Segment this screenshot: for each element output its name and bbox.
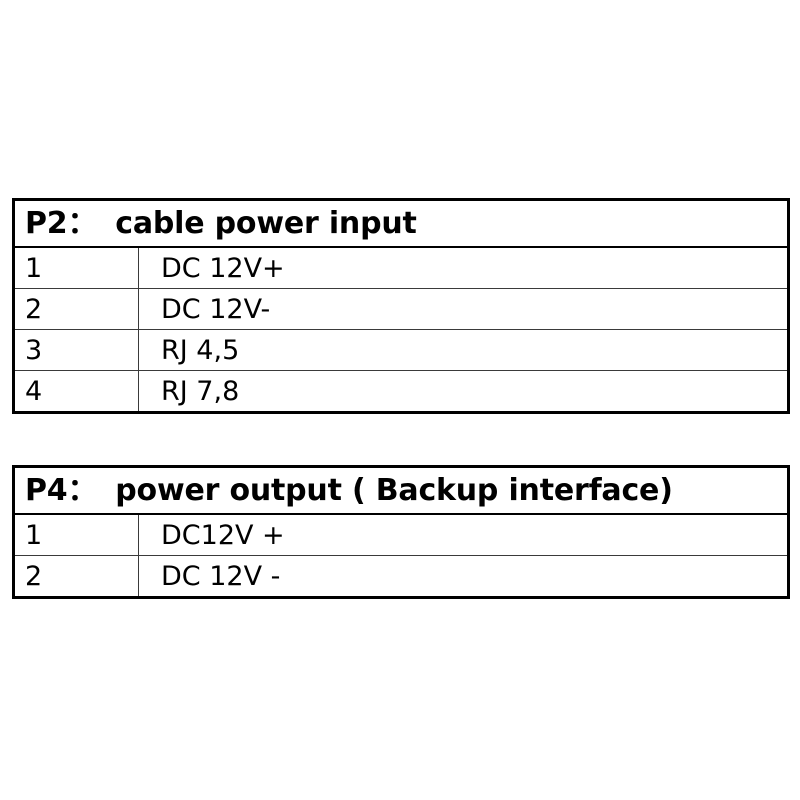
signal-label: DC 12V+ — [161, 252, 285, 284]
table-header-key-p4: P4： — [25, 472, 98, 508]
pin-cell: 3 — [12, 329, 139, 371]
table-row: 2 DC 12V- — [12, 288, 790, 330]
signal-cell: RJ 4,5 — [138, 329, 790, 371]
pin-number: 3 — [25, 334, 43, 366]
pin-number: 2 — [25, 560, 43, 592]
table-header-row-p4: P4： power output ( Backup interface) — [12, 465, 790, 515]
table-header-cell-p2: P2： cable power input — [12, 198, 790, 248]
table-header-text-p2: P2： cable power input — [15, 205, 787, 241]
pin-cell: 1 — [12, 513, 139, 556]
table-header-text-p4: P4： power output ( Backup interface) — [15, 472, 787, 508]
table-header-key-p2: P2： — [25, 205, 98, 241]
signal-label: DC12V + — [161, 519, 285, 551]
signal-label: DC 12V- — [161, 293, 271, 325]
pinout-table-p2: P2： cable power input 1 DC 12V+ 2 DC 12V- — [12, 198, 790, 414]
table-row: 3 RJ 4,5 — [12, 329, 790, 371]
pin-number: 4 — [25, 375, 43, 407]
table-row: 1 DC12V + — [12, 513, 790, 556]
table-header-description-p4: power output ( Backup interface) — [115, 472, 673, 508]
signal-cell: DC 12V+ — [138, 246, 790, 289]
signal-cell: DC12V + — [138, 513, 790, 556]
signal-label: RJ 4,5 — [161, 334, 240, 366]
table-header-row-p2: P2： cable power input — [12, 198, 790, 248]
pin-number: 2 — [25, 293, 43, 325]
pinout-table-p4: P4： power output ( Backup interface) 1 DC… — [12, 465, 790, 599]
signal-cell: DC 12V - — [138, 555, 790, 599]
pin-number: 1 — [25, 252, 43, 284]
table-header-cell-p4: P4： power output ( Backup interface) — [12, 465, 790, 515]
table-row: 1 DC 12V+ — [12, 246, 790, 289]
table-row: 4 RJ 7,8 — [12, 370, 790, 414]
table-row: 2 DC 12V - — [12, 555, 790, 599]
pin-cell: 2 — [12, 555, 139, 599]
pin-number: 1 — [25, 519, 43, 551]
table-header-description-p2: cable power input — [115, 205, 417, 241]
signal-label: RJ 7,8 — [161, 375, 240, 407]
signal-cell: RJ 7,8 — [138, 370, 790, 414]
pin-cell: 4 — [12, 370, 139, 414]
signal-cell: DC 12V- — [138, 288, 790, 330]
pin-cell: 1 — [12, 246, 139, 289]
signal-label: DC 12V - — [161, 560, 281, 592]
pin-cell: 2 — [12, 288, 139, 330]
